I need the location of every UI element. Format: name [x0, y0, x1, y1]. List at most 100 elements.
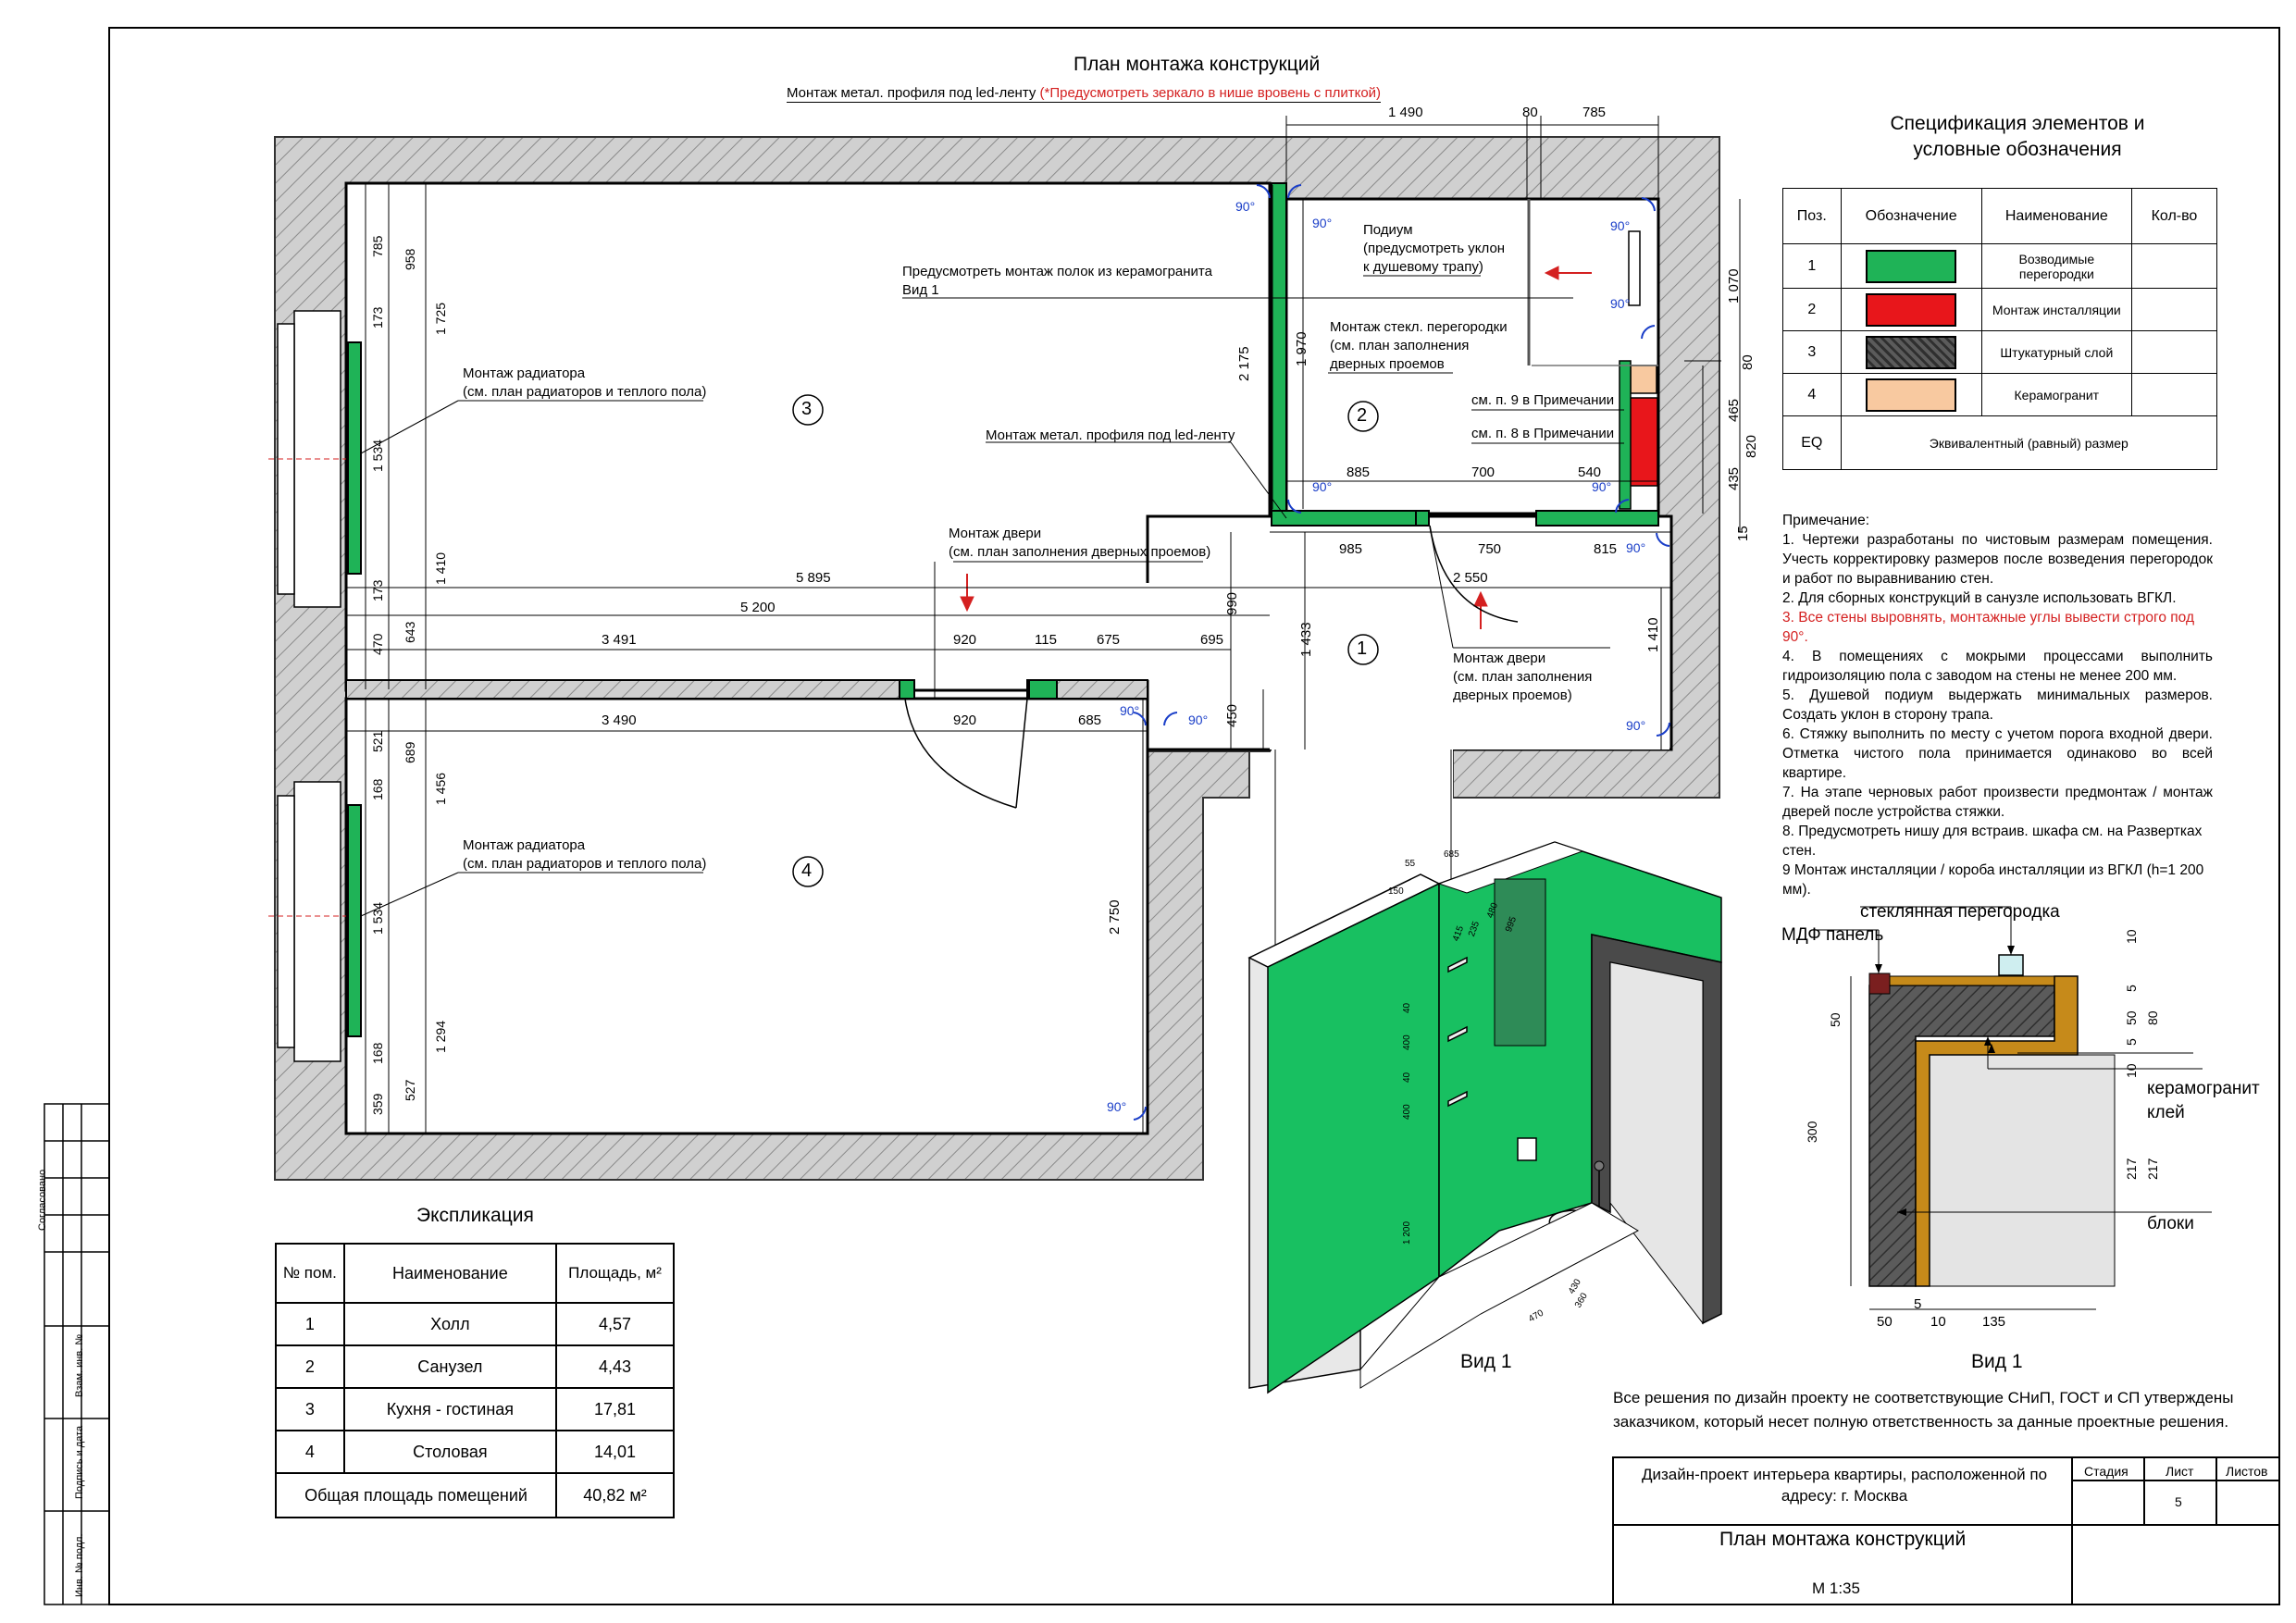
- callout-podium-3: к душевому трапу): [1363, 259, 1483, 275]
- angle-label: 90°: [1626, 540, 1646, 555]
- label-glue: клей: [2147, 1103, 2185, 1122]
- radiator-3: [347, 341, 362, 575]
- stamp-drawing-title: План монтажа конструкций: [1719, 1529, 1967, 1550]
- room-3-number: 3: [801, 399, 813, 419]
- ceramic-shelves: [1447, 956, 1468, 1108]
- note-item: 2. Для сборных конструкций в санузле исп…: [1782, 590, 2177, 606]
- callout-glass-3: дверных проемов: [1330, 356, 1445, 372]
- spec-qty: [2130, 288, 2218, 331]
- dim-text: 5 895: [796, 570, 831, 586]
- callout-door2-c: дверных проемов): [1453, 688, 1572, 703]
- angle-label: 90°: [1312, 479, 1333, 494]
- note-item: 9 Монтаж инсталляции / короба инсталляци…: [1782, 862, 2204, 898]
- dim-text: 115: [1035, 632, 1057, 648]
- note-item: 1. Чертежи разработаны по чистовым разме…: [1782, 532, 2213, 587]
- view1-3d-caption: Вид 1: [1460, 1351, 1512, 1372]
- spec-header-name: Наименование: [1980, 188, 2132, 244]
- note-item: 3. Все стены выровнять, монтажные углы в…: [1782, 610, 2194, 645]
- dim-section: 50: [1877, 1314, 1893, 1330]
- angle-label: 90°: [1312, 216, 1333, 230]
- spec-header-qty: Кол-во: [2130, 188, 2218, 244]
- spec-pos: 1: [1782, 243, 1842, 289]
- room-2-number: 2: [1357, 405, 1368, 426]
- dim-3d: 55: [1405, 859, 1416, 869]
- callout-view1: Вид 1: [902, 282, 939, 298]
- install-wall-green: [1619, 360, 1632, 510]
- dim-text: 3 490: [602, 712, 637, 728]
- note-item: 6. Стяжку выполнить по месту с учетом по…: [1782, 726, 2213, 781]
- spec-name: Монтаж инсталляции: [1980, 288, 2132, 331]
- section-caption: Вид 1: [1971, 1351, 2023, 1372]
- angle-label: 90°: [1188, 712, 1209, 727]
- expl-total-label: Общая площадь помещений: [274, 1472, 558, 1518]
- spec-eq-name: Эквивалентный (равный) размер: [1840, 415, 2218, 470]
- label-mdf-panel: МДФ панель: [1781, 925, 1884, 945]
- expl-num: 1: [275, 1302, 345, 1346]
- dim-text: 785: [1582, 105, 1607, 120]
- note-item: 8. Предусмотреть нишу для встраив. шкафа…: [1782, 824, 2203, 859]
- dim-text: 1 490: [1388, 105, 1423, 120]
- dim-section: 5: [1914, 1296, 1922, 1312]
- angle-label: 90°: [1235, 199, 1256, 214]
- sheet-subtitle: Монтаж метал. профиля под led-ленту (*Пр…: [787, 85, 1382, 103]
- dim-section: 10: [1930, 1314, 1946, 1330]
- callout-door2-b: (см. план заполнения: [1453, 669, 1593, 685]
- spec-header-symbol: Обозначение: [1840, 188, 1982, 244]
- expl-num: 3: [275, 1387, 345, 1431]
- disclaimer: Все решения по дизайн проекту не соответ…: [1613, 1386, 2233, 1434]
- mirror-niche: [1494, 878, 1546, 1047]
- spec-swatch-cell: [1840, 330, 1982, 374]
- shower-drain: [1628, 230, 1641, 306]
- subtitle-red-part: (*Предусмотреть зеркало в нише вровень с…: [1039, 85, 1382, 101]
- angle-label: 90°: [1626, 718, 1646, 733]
- room-4-marker: [792, 856, 824, 887]
- dim-text: 3 491: [602, 632, 637, 648]
- dim-text: 540: [1578, 465, 1602, 480]
- expl-total-value: 40,82 м²: [555, 1472, 675, 1518]
- door-swing-4: [904, 698, 1017, 809]
- explication-title: Экспликация: [416, 1205, 534, 1226]
- spec-table: Поз. Обозначение Наименование Кол-во 1 В…: [1782, 188, 2218, 470]
- expl-area: 4,57: [555, 1302, 675, 1346]
- label-glass-partition: стеклянная перегородка: [1860, 902, 2060, 922]
- note-item: 4. В помещениях с мокрыми процессами вып…: [1782, 649, 2213, 684]
- callout-podium-1: Подиум: [1363, 222, 1413, 238]
- project-name-line2: адресу: г. Москва: [1781, 1487, 1908, 1505]
- spec-pos: EQ: [1782, 415, 1842, 470]
- spec-header-pos: Поз.: [1782, 188, 1842, 244]
- subtitle-black-part: Монтаж метал. профиля под led-ленту: [787, 85, 1040, 101]
- spec-swatch-cell: [1840, 243, 1982, 289]
- dim-text: 695: [1200, 632, 1224, 648]
- ceramic-layer: [1915, 975, 2079, 1287]
- green-door-jamb-left: [899, 679, 915, 700]
- callout-radiator-4b: (см. план радиаторов и теплого пола): [463, 856, 707, 872]
- spec-qty: [2130, 373, 2218, 416]
- dim-text: 750: [1478, 541, 1502, 557]
- disclaimer-line2: заказчиком, который несет полную ответст…: [1613, 1413, 2229, 1431]
- expl-name: Кухня - гостиная: [342, 1387, 558, 1431]
- radiator-4: [347, 804, 362, 1037]
- expl-name: Столовая: [342, 1430, 558, 1474]
- expl-name: Холл: [342, 1302, 558, 1346]
- sheet-title: План монтажа конструкций: [1074, 54, 1321, 75]
- door-swing-2: [1429, 525, 1519, 623]
- stamp-sheets: Листов: [2226, 1464, 2268, 1479]
- room-3-marker: [792, 394, 824, 426]
- callout-podium-2: (предусмотреть уклон: [1363, 241, 1506, 256]
- green-partition-stub: [1415, 510, 1430, 527]
- callout-shelves: Предусмотреть монтаж полок из керамогран…: [902, 264, 1212, 279]
- callout-glass-2: (см. план заполнения: [1330, 338, 1470, 353]
- stamp-scale: М 1:35: [1812, 1580, 1860, 1597]
- dim-text: 675: [1097, 632, 1121, 648]
- expl-area: 14,01: [555, 1430, 675, 1474]
- dim-text: 815: [1594, 541, 1618, 557]
- stamp-sheet: Лист: [2166, 1464, 2194, 1479]
- spec-title-line1: Спецификация элементов и: [1890, 113, 2145, 134]
- spec-name: Возводимые перегородки: [1980, 243, 2132, 289]
- dim-text: 920: [953, 632, 977, 648]
